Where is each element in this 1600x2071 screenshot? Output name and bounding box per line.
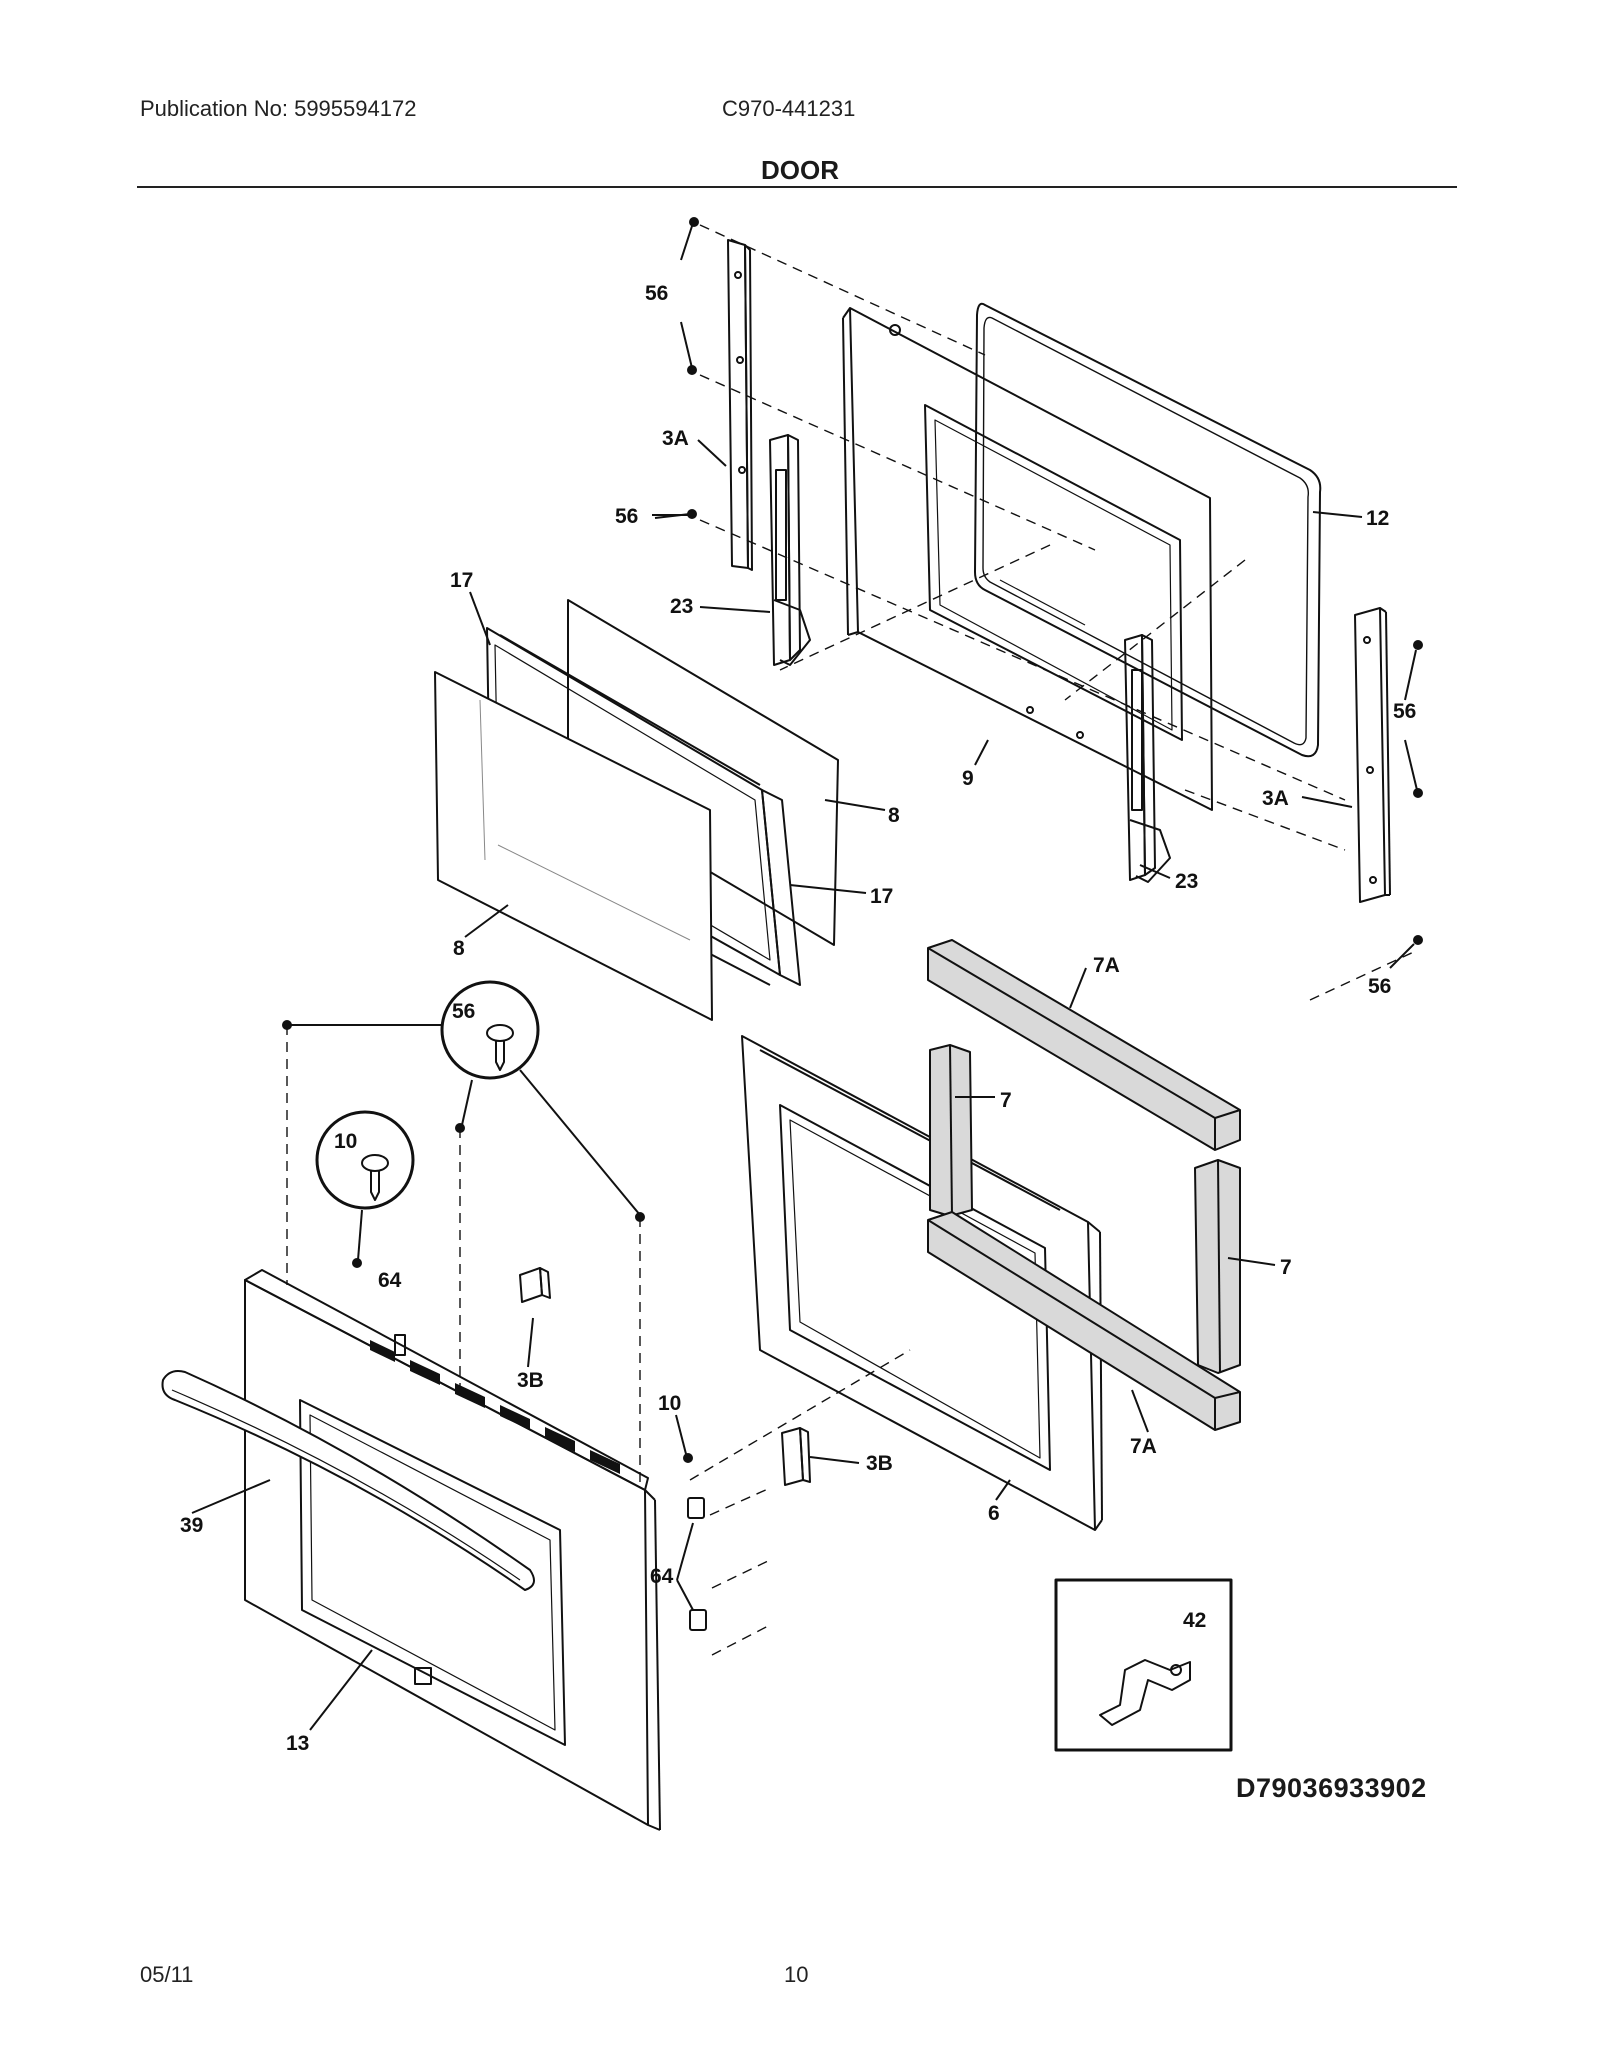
callout-3A-left: 3A (662, 427, 689, 450)
inner-door-frame (842, 307, 1213, 811)
insulation-strip-7A-top (927, 939, 1241, 1151)
footer-date: 05/11 (140, 1962, 194, 1987)
screw-56-right (1389, 640, 1423, 969)
bracket-detail-box (1054, 1578, 1233, 1752)
glass-panel-back (567, 599, 839, 946)
callout-9: 9 (962, 767, 974, 790)
callout-56-top: 56 (645, 282, 668, 305)
callout-labels: 56 3A 56 23 17 12 56 9 3A 8 17 23 8 56 7… (180, 282, 1416, 1755)
callout-13: 13 (286, 1732, 309, 1755)
callout-56-right: 56 (1393, 700, 1416, 723)
door-gasket (974, 302, 1322, 758)
callout-56-mid: 56 (615, 505, 638, 528)
callout-39: 39 (180, 1514, 203, 1537)
hinge-right (1124, 634, 1171, 883)
callout-leaders (191, 439, 1363, 1731)
callout-12: 12 (1366, 507, 1389, 530)
spacer-64 (687, 1497, 707, 1631)
callout-64-bottom: 64 (650, 1565, 674, 1588)
callout-10-mid: 10 (658, 1392, 681, 1415)
callout-10-detail: 10 (334, 1130, 357, 1153)
outer-door-panel (244, 1269, 661, 1831)
clip-3B-right (781, 1427, 811, 1486)
callout-8-left: 8 (453, 937, 465, 960)
callout-7-left: 7 (1000, 1089, 1012, 1112)
publication-number: Publication No: 5995594172 (140, 96, 417, 121)
hinge-left (769, 434, 811, 666)
callout-56-bottom-right: 56 (1368, 975, 1391, 998)
callout-7-right: 7 (1280, 1256, 1292, 1279)
callout-6: 6 (988, 1502, 1000, 1525)
drawing-id: D79036933902 (1236, 1773, 1427, 1803)
callout-23-right: 23 (1175, 870, 1198, 893)
insulation-strip-7-right (1194, 1159, 1241, 1374)
page-number: 10 (784, 1962, 809, 1987)
insulation-strip-7A-bottom (927, 1211, 1241, 1431)
door-handle (161, 1370, 535, 1591)
callout-3A-right: 3A (1262, 787, 1289, 810)
hinge-channel-left (727, 239, 753, 571)
callout-56-detail: 56 (452, 1000, 475, 1023)
callout-7A-bottom: 7A (1130, 1435, 1157, 1458)
screw-10-detail (315, 1110, 415, 1268)
clip-3B-left (519, 1267, 551, 1303)
model-number: C970-441231 (722, 96, 856, 121)
callout-17-right: 17 (870, 885, 893, 908)
screw-56-top (680, 217, 699, 375)
screw-56-detail (282, 980, 645, 1222)
glass-panel-front (434, 671, 713, 1021)
callout-3B-right: 3B (866, 1452, 893, 1475)
callout-8-right: 8 (888, 804, 900, 827)
callout-42: 42 (1183, 1609, 1206, 1632)
alignment-lines-upper (699, 224, 1419, 1001)
header-rule (137, 186, 1457, 188)
callout-17-top: 17 (450, 569, 473, 592)
callout-3B-left: 3B (517, 1369, 544, 1392)
door-liner (741, 1035, 1103, 1531)
hinge-channel-right (1354, 607, 1391, 903)
screw-10-mid (675, 1414, 693, 1463)
callout-64-top: 64 (378, 1269, 402, 1292)
callout-23-left: 23 (670, 595, 693, 618)
insulation-strip-7-left (929, 1044, 973, 1217)
section-title: DOOR (761, 155, 839, 185)
callout-7A-top: 7A (1093, 954, 1120, 977)
